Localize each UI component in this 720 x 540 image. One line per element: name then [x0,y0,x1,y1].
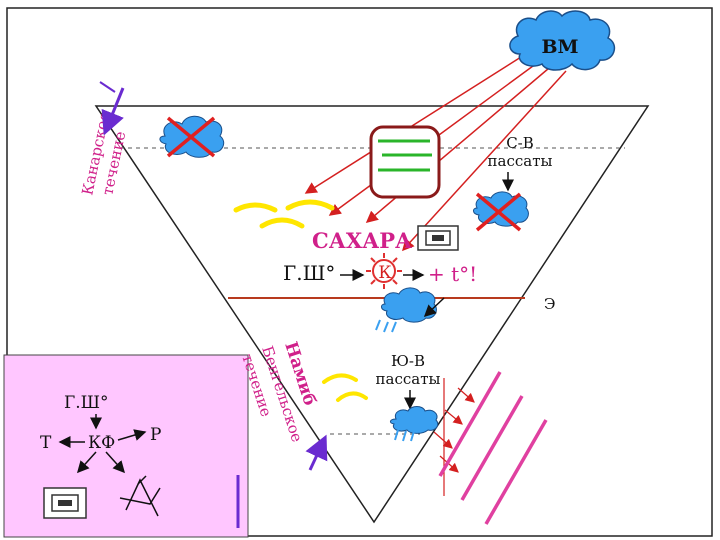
crossed-cloud-ne [473,191,529,232]
kf-label: К [378,263,391,283]
sun-ray [401,70,567,252]
legend-kf-label: КФ [88,433,115,453]
vm-cloud: ВМ [509,10,616,71]
sun-ray [484,419,548,525]
continent-triangle [94,105,650,524]
dune [285,199,335,211]
sun-ray [438,371,502,477]
rain-cloud-equator [375,287,437,333]
sun-ray [304,44,541,194]
dune [233,202,278,213]
dune [336,391,368,402]
latitude-label: Г.Ш° [283,261,335,285]
se-trades-label-2: пассаты [376,370,441,388]
se-trades-label-1: Ю-В [391,352,425,370]
namib-dunes [322,373,368,402]
high-pressure-symbol [369,125,441,199]
legend-down-left-arrow [76,451,97,474]
vm-label: ВМ [541,36,578,58]
sun-ray [439,455,459,473]
dune [322,373,358,384]
rain-cloud-south [389,406,439,442]
legend-r-label: Р [150,425,161,445]
sahara-dunes [233,199,335,229]
sun-ray [460,395,524,501]
canary-current-tail [99,81,116,93]
sun-icon [366,253,402,289]
outer-frame [6,7,713,537]
south-pink-rays [438,371,548,525]
legend-down-right-arrow [105,451,126,474]
sun-ray [444,409,463,425]
legend-content: Г.Ш° Т КФ Р [40,393,161,519]
equator-label: Э [544,295,555,313]
temp-label: + t°! [428,262,477,286]
desert-symbol [417,225,459,251]
sun-ray [433,431,453,449]
sahara-label: САХАРА [312,228,412,253]
ne-trades-label-1: С-В [506,134,534,152]
ne-trades-label-2: пассаты [488,152,553,170]
legend-sketch-icon [119,475,161,517]
dune [259,217,305,229]
legend-t-label: Т [40,433,52,453]
sun-ray [457,387,475,403]
south-red-rays [433,378,475,496]
canary-current-arrow [101,87,125,136]
legend-desert-symbol [43,487,87,519]
legend-latitude-label: Г.Ш° [64,393,109,413]
benguela-current-arrow [305,434,328,471]
legend-right-arrow [117,429,147,441]
crossed-cloud-north [159,115,225,158]
cloud-pointer-arrow [423,297,445,318]
